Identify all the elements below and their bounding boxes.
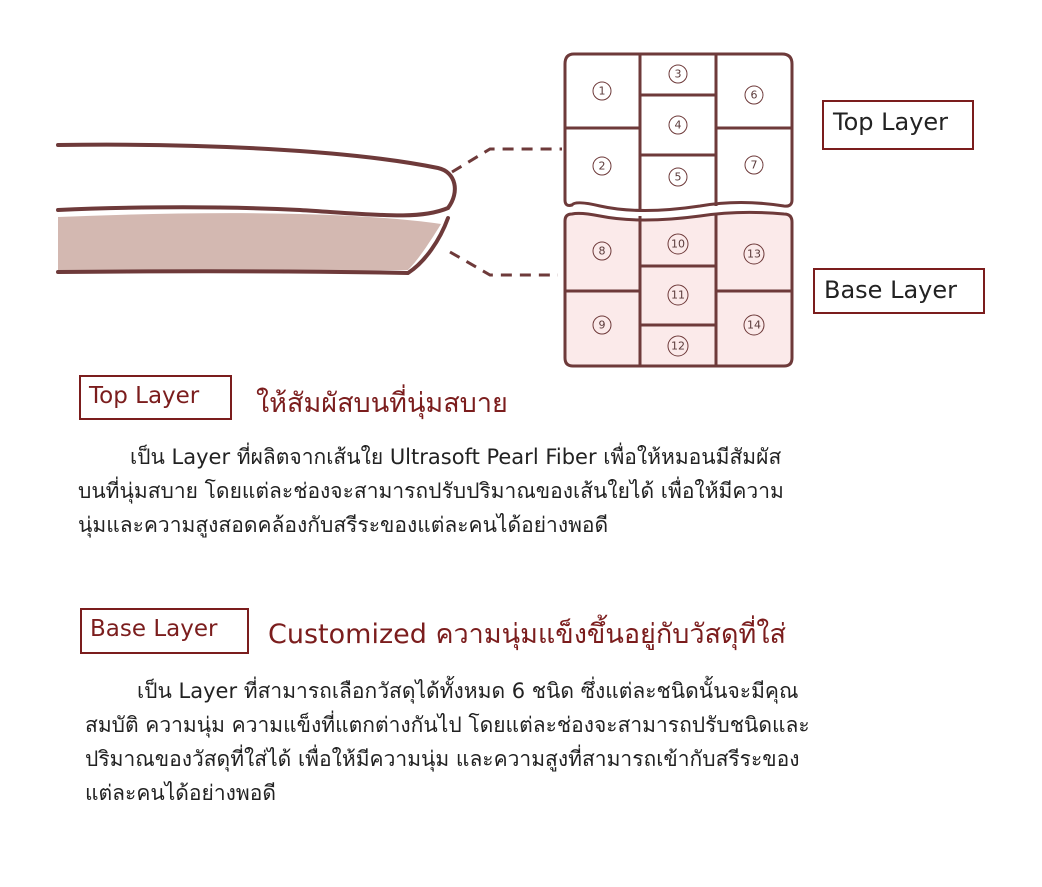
pillow-base-fill xyxy=(58,213,441,271)
cell-9-label: 9 xyxy=(599,319,606,332)
cell-9: 9 xyxy=(592,315,612,335)
base-desc-line-2: สมบัติ ความนุ่ม ความแข็งที่แตกต่างกันไป … xyxy=(85,713,810,737)
cell-13: 13 xyxy=(743,243,765,265)
pillow-top-outline xyxy=(56,142,457,218)
base-desc-line-1: เป็น Layer ที่สามารถเลือกวัสดุได้ทั้งหมด… xyxy=(137,679,799,703)
top-layer-tag: Top Layer xyxy=(79,375,232,420)
base-layer-callout: Base Layer xyxy=(813,268,985,314)
top-layer-outline xyxy=(563,52,794,212)
cell-5: 5 xyxy=(668,167,688,187)
pillow-layer-diagram: 1 2 3 4 5 6 7 8 9 10 11 12 13 14 xyxy=(56,52,794,368)
base-connector-line xyxy=(449,250,558,277)
cell-3: 3 xyxy=(668,64,688,84)
cell-10: 10 xyxy=(667,233,689,255)
base-layer-outline xyxy=(563,210,794,368)
cell-1-label: 1 xyxy=(599,85,606,98)
cell-2: 2 xyxy=(592,156,612,176)
cell-4-label: 4 xyxy=(675,119,682,132)
cell-14-label: 14 xyxy=(747,319,761,332)
base-layer-title: Customized ความนุ่มแข็งขึ้นอยู่กับวัสดุท… xyxy=(268,619,786,650)
top-layer-description: เป็น Layer ที่ผลิตจากเส้นใย Ultrasoft Pe… xyxy=(78,440,784,542)
cell-2-label: 2 xyxy=(599,160,606,173)
base-layer-description: เป็น Layer ที่สามารถเลือกวัสดุได้ทั้งหมด… xyxy=(85,674,810,810)
cell-3-label: 3 xyxy=(675,68,682,81)
cell-13-label: 13 xyxy=(747,248,761,261)
cell-7: 7 xyxy=(744,155,764,175)
cell-11-label: 11 xyxy=(671,289,685,302)
base-desc-line-3: ปริมาณของวัสดุที่ใส่ได้ เพื่อให้มีความนุ… xyxy=(85,747,800,771)
top-layer-callout: Top Layer xyxy=(822,100,974,150)
cell-8-label: 8 xyxy=(599,245,606,258)
cell-12-label: 12 xyxy=(671,340,685,353)
cell-7-label: 7 xyxy=(751,159,758,172)
top-desc-line-1: เป็น Layer ที่ผลิตจากเส้นใย Ultrasoft Pe… xyxy=(130,445,782,469)
base-layer-block: 8 9 10 11 12 13 14 xyxy=(563,210,794,368)
base-desc-line-4: แต่ละคนได้อย่างพอดี xyxy=(85,781,276,805)
top-desc-line-2: บนที่นุ่มสบาย โดยแต่ละช่องจะสามารถปรับปร… xyxy=(78,479,784,503)
top-layer-title: ให้สัมผัสบนที่นุ่มสบาย xyxy=(256,388,508,419)
pillow-bottom-outline xyxy=(56,216,450,276)
top-connector-line xyxy=(451,147,562,174)
cell-14: 14 xyxy=(743,314,765,336)
cell-6: 6 xyxy=(744,85,764,105)
cell-1: 1 xyxy=(592,81,612,101)
base-layer-tag: Base Layer xyxy=(80,608,249,654)
cell-8: 8 xyxy=(592,241,612,261)
cell-12: 12 xyxy=(667,335,689,357)
cell-10-label: 10 xyxy=(671,238,685,251)
cell-6-label: 6 xyxy=(751,89,758,102)
cell-11: 11 xyxy=(667,284,689,306)
cell-4: 4 xyxy=(668,115,688,135)
pillow-side-view xyxy=(56,142,457,276)
top-desc-line-3: นุ่มและความสูงสอดคล้องกับสรีระของแต่ละคน… xyxy=(78,513,609,537)
cell-5-label: 5 xyxy=(675,171,682,184)
top-layer-block: 1 2 3 4 5 6 7 xyxy=(563,52,794,212)
